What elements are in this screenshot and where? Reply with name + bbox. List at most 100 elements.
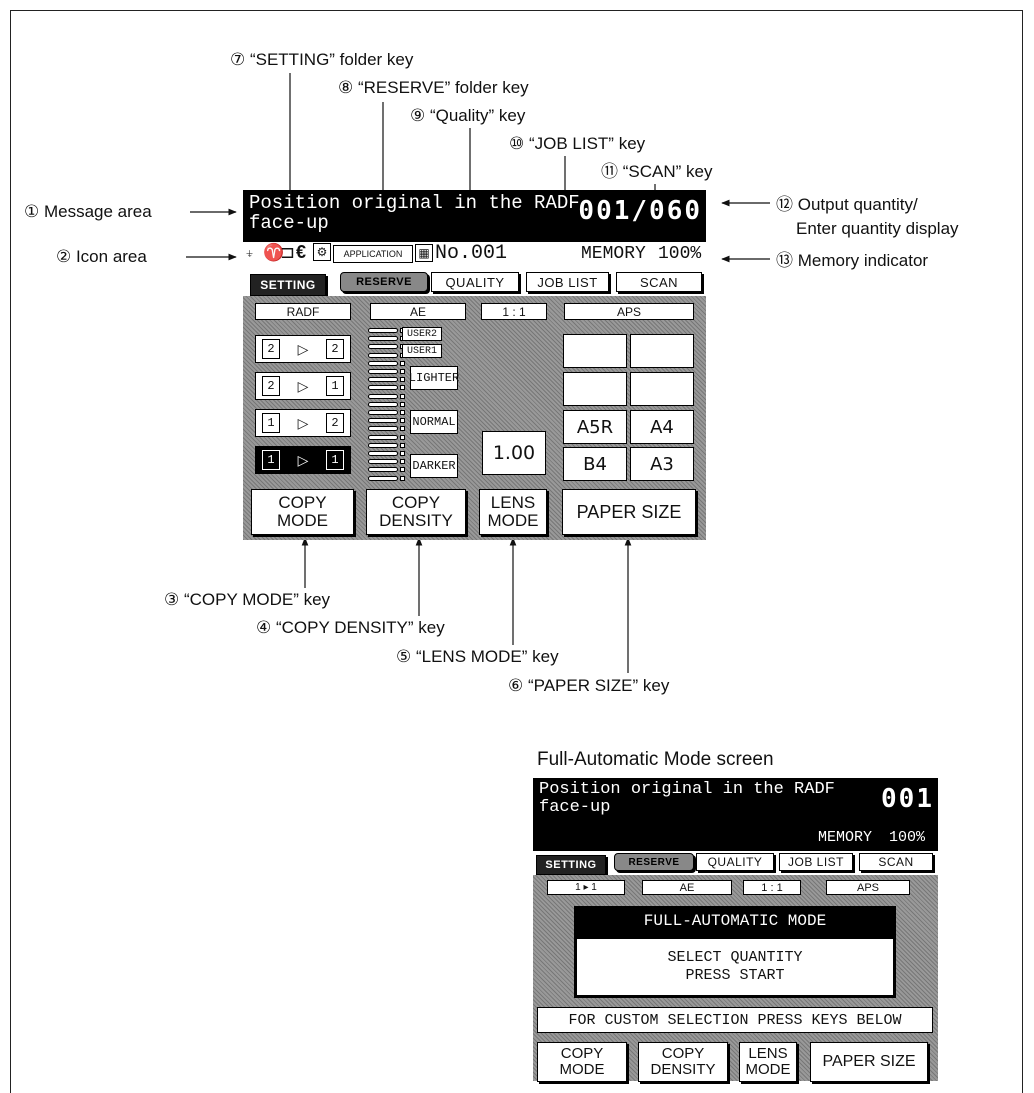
auto-copy-mode-button[interactable]: COPY MODE (537, 1042, 627, 1082)
copy-mode-line1: COPY (278, 493, 327, 513)
message-area-callout: ① Message area (24, 202, 152, 221)
gear-icon: ⚙ (313, 243, 331, 261)
lens-mode-line2: MODE (487, 511, 539, 530)
tab-job-list[interactable]: JOB LIST (526, 272, 609, 292)
lens-mode-key-callout: ⑤ “LENS MODE” key (396, 647, 559, 666)
quality-key-callout: ⑨ “Quality” key (410, 106, 526, 125)
radf-target: 2 (326, 339, 344, 359)
radf-source: 2 (262, 376, 280, 396)
density-normal[interactable]: NORMAL (410, 410, 458, 434)
density-lighter[interactable]: LIGHTER (409, 366, 459, 390)
lens-mode-button[interactable]: LENS MODE (479, 489, 547, 535)
density-step (368, 459, 398, 465)
auto-tab-scan[interactable]: SCAN (859, 853, 933, 871)
auto-memory-value: 100% (889, 829, 926, 846)
auto-tab-setting[interactable]: SETTING (536, 855, 606, 875)
message-area: Position original in the RADF face-up 00… (243, 190, 706, 242)
radf-option-1-1[interactable]: 1 ▷ 1 (255, 446, 351, 474)
tab-scan[interactable]: SCAN (616, 272, 702, 292)
auto-tab-job-list[interactable]: JOB LIST (779, 853, 853, 871)
job-list-key-callout: ⑩ “JOB LIST” key (509, 134, 646, 153)
paper-size-a4[interactable]: A4 (630, 410, 694, 444)
job-number: No.001 (435, 242, 508, 265)
full-auto-mode-title-text: FULL-AUTOMATIC MODE (643, 912, 827, 930)
density-step-marker (400, 393, 405, 399)
density-step (368, 377, 398, 383)
paper-size-a5r[interactable]: A5R (563, 410, 627, 444)
arrow-icon: ▷ (297, 451, 309, 468)
ae-header: AE (370, 303, 466, 320)
paper-size-slot[interactable] (563, 334, 627, 368)
density-step (368, 385, 398, 391)
density-step-marker (400, 459, 405, 465)
auto-lens-mode-line2: MODE (745, 1061, 791, 1078)
setting-folder-key-callout: ⑦ “SETTING” folder key (230, 50, 414, 69)
density-user2[interactable]: USER2 (402, 327, 442, 341)
density-step-marker (400, 442, 405, 448)
radf-option-2-1[interactable]: 2 ▷ 1 (255, 372, 351, 400)
tab-quality[interactable]: QUALITY (431, 272, 519, 292)
tab-reserve[interactable]: RESERVE (340, 272, 428, 292)
auto-lens-mode-button[interactable]: LENS MODE (739, 1042, 797, 1082)
radf-option-2-2[interactable]: 2 ▷ 2 (255, 335, 351, 363)
density-step (368, 467, 398, 473)
radf-option-1-2[interactable]: 1 ▷ 2 (255, 409, 351, 437)
copy-mode-line2: MODE (277, 511, 328, 530)
application-button[interactable]: APPLICATION (333, 245, 413, 263)
radf-target: 1 (326, 376, 344, 396)
copy-density-button[interactable]: COPY DENSITY (366, 489, 466, 535)
paper-size-slot[interactable] (630, 334, 694, 368)
message-line1: Position original in the RADF (249, 192, 580, 214)
lens-header: 1 : 1 (481, 303, 547, 320)
arrow-icon: ▷ (297, 414, 309, 431)
paper-size-slot[interactable] (630, 372, 694, 406)
auto-tab-quality[interactable]: QUALITY (696, 853, 774, 871)
custom-selection-message: FOR CUSTOM SELECTION PRESS KEYS BELOW (537, 1007, 933, 1033)
arrow-icon: ▷ (297, 377, 309, 394)
paper-size-button[interactable]: PAPER SIZE (562, 489, 696, 535)
density-user1[interactable]: USER1 (402, 344, 442, 358)
auto-tab-reserve[interactable]: RESERVE (614, 853, 694, 871)
output-quantity-callout-line2: Enter quantity display (796, 219, 959, 238)
density-step-marker (400, 401, 405, 407)
auto-copy-mode-line1: COPY (560, 1045, 604, 1063)
copy-mode-button[interactable]: COPY MODE (251, 489, 354, 535)
paper-size-a3[interactable]: A3 (630, 447, 694, 481)
copy-density-line1: COPY (391, 493, 441, 513)
copy-density-line2: DENSITY (379, 511, 453, 530)
auto-message-line2: face-up (539, 798, 611, 817)
density-step (368, 442, 398, 448)
memory-indicator-callout: ⑬ Memory indicator (776, 251, 929, 270)
density-step (368, 410, 398, 415)
tab-setting[interactable]: SETTING (250, 274, 326, 296)
icon-area-callout: ② Icon area (56, 247, 147, 266)
density-darker[interactable]: DARKER (410, 454, 458, 478)
auto-memory-label: MEMORY (818, 829, 873, 846)
paper-size-b4[interactable]: B4 (563, 447, 627, 481)
paper-size-key-callout: ⑥ “PAPER SIZE” key (508, 676, 670, 695)
icon-area: ⍖ ♈ ⊐ € ⚙ APPLICATION ▦ No.001 MEMORY 10… (243, 242, 706, 266)
radf-target: 1 (326, 450, 344, 470)
radf-source: 2 (262, 339, 280, 359)
figure-frame (10, 10, 1023, 1093)
auto-paper-size-button[interactable]: PAPER SIZE (810, 1042, 928, 1082)
auto-copy-density-line1: COPY (661, 1045, 705, 1063)
density-step (368, 360, 398, 366)
auto-copy-density-button[interactable]: COPY DENSITY (638, 1042, 728, 1082)
auto-copy-mode-line2: MODE (559, 1061, 605, 1078)
auto-message-area: Position original in the RADF face-up 00… (533, 778, 938, 851)
density-step-marker (400, 377, 405, 383)
density-step (368, 328, 398, 333)
auto-copy-density-line2: DENSITY (650, 1061, 716, 1078)
density-step-marker (400, 434, 405, 440)
density-step (368, 352, 398, 358)
radf-source: 1 (262, 450, 280, 470)
density-step-marker (400, 410, 405, 415)
paper-size-slot[interactable] (563, 372, 627, 406)
output-quantity-display: 001/060 (578, 196, 702, 226)
density-step (368, 426, 398, 432)
auto-quantity-display: 001 (881, 784, 934, 814)
density-step (368, 344, 398, 350)
instruction-line2: PRESS START (685, 967, 785, 984)
lens-mode-line1: LENS (490, 493, 536, 513)
